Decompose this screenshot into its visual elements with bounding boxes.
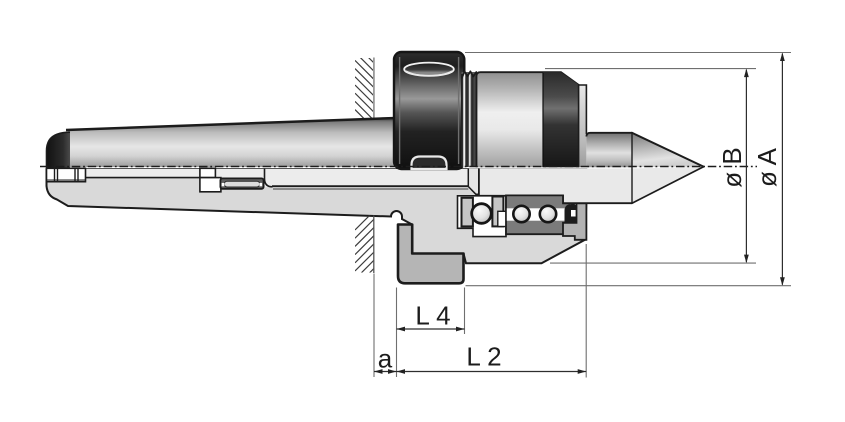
svg-text:ø A: ø A	[752, 147, 782, 187]
svg-text:a: a	[378, 344, 393, 374]
svg-text:ø B: ø B	[717, 147, 747, 187]
svg-text:L 4: L 4	[415, 301, 450, 331]
svg-text:L 2: L 2	[466, 342, 501, 372]
